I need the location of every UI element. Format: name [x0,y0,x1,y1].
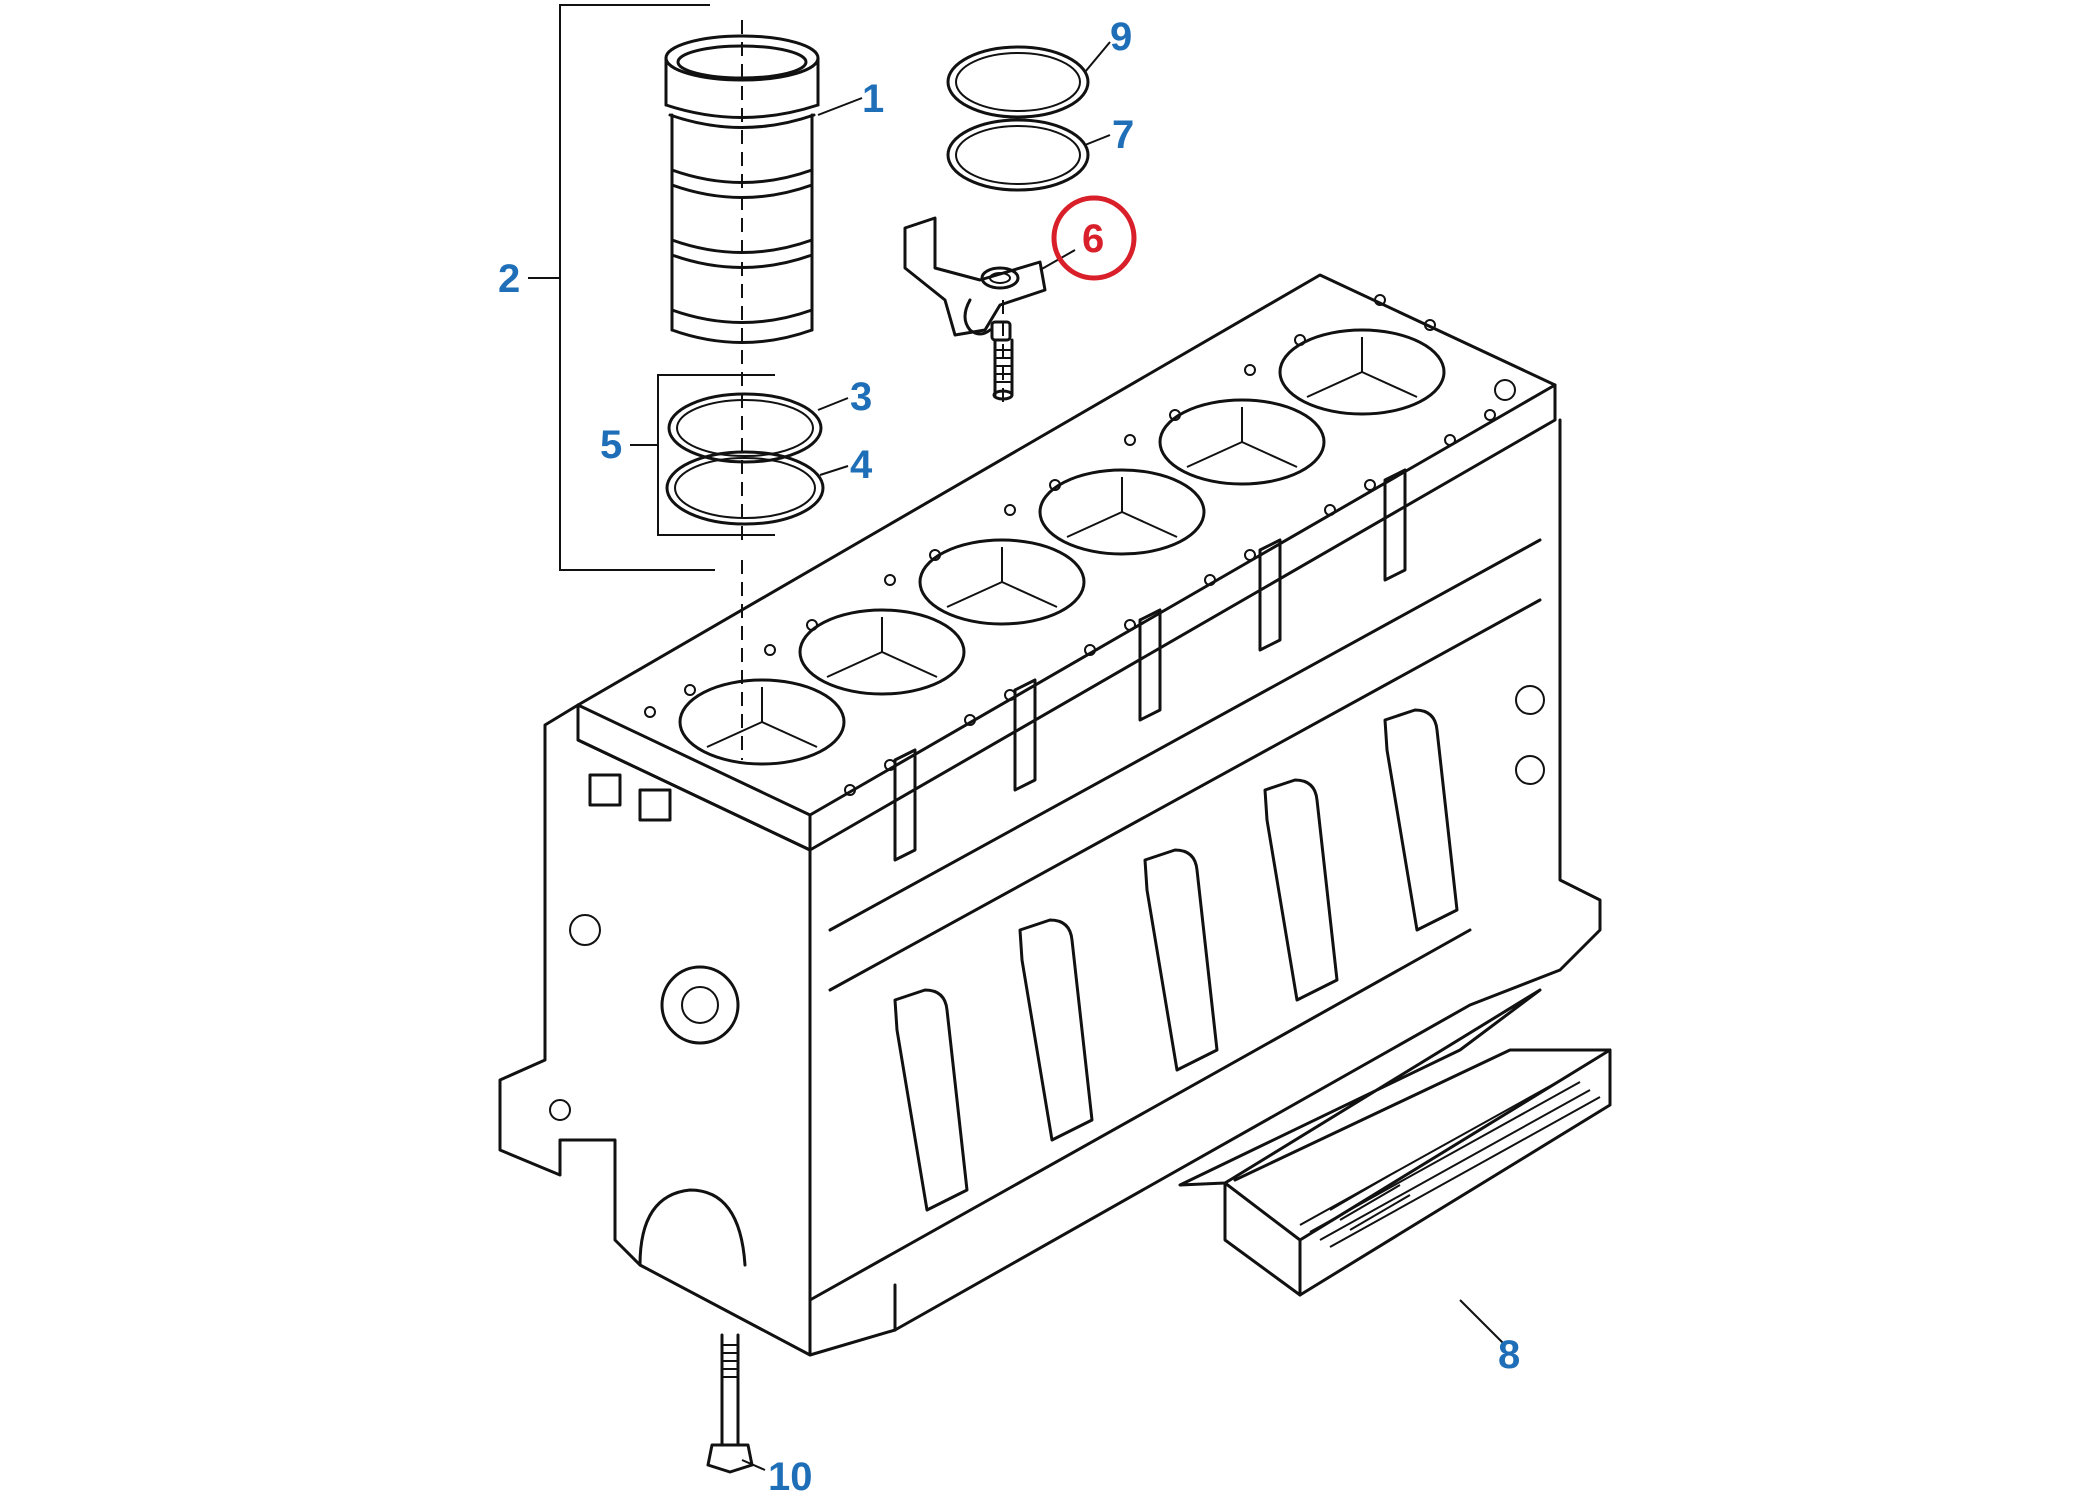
seal-ring-9[interactable] [946,45,1090,119]
bolt-kit-box[interactable] [1178,988,1612,1297]
callout-6: 6 [1082,217,1104,261]
o-ring-upper[interactable] [667,392,823,464]
callout-8: 8 [1498,1333,1520,1377]
bracket-2 [559,4,715,571]
callout-10: 10 [768,1455,813,1499]
callout-5: 5 [600,423,622,467]
callout-1: 1 [862,77,884,121]
piston-cooling-nozzle[interactable] [903,216,1047,401]
bracket-5 [657,374,775,536]
leader-lines [741,41,1506,1471]
seal-ring-7[interactable] [946,118,1090,192]
head-bolt-holes [644,294,1516,796]
main-bearing-bolt[interactable] [706,1333,754,1474]
engine-block[interactable] [498,273,1602,1357]
cylinder-bores [678,328,1446,766]
o-ring-lower[interactable] [665,450,825,526]
callout-7: 7 [1112,113,1134,157]
highlight-circle [1051,195,1137,281]
callout-2: 2 [498,257,520,301]
callout-3: 3 [850,375,872,419]
callout-9: 9 [1110,15,1132,59]
callout-4: 4 [850,443,873,487]
